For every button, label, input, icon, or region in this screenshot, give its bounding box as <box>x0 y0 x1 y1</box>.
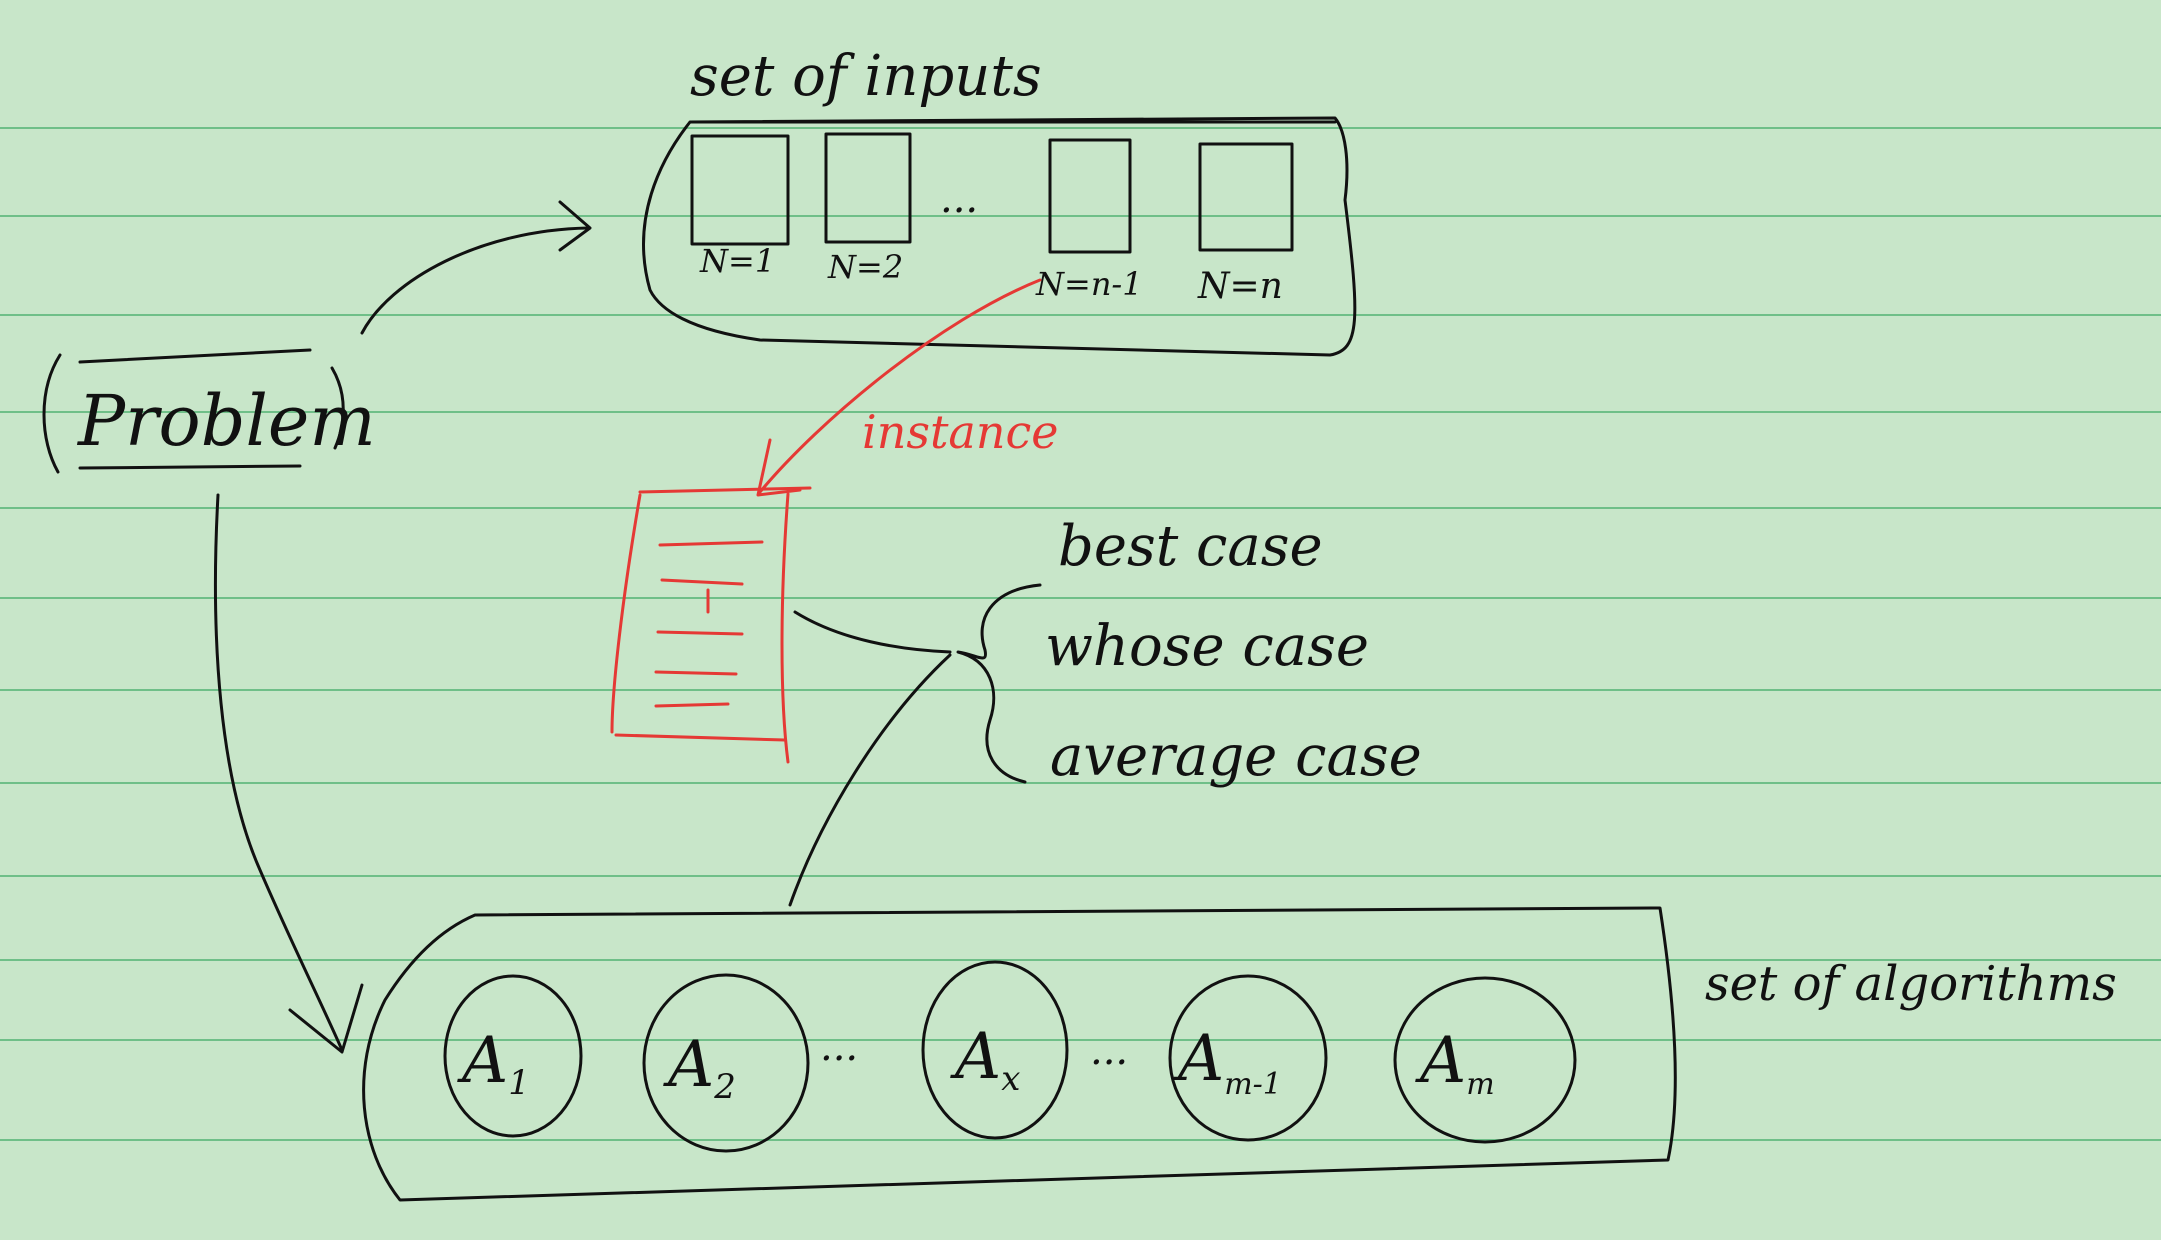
instance-list <box>610 486 812 764</box>
case-whose: whose case <box>1045 614 1369 679</box>
instance-list-row <box>654 670 738 676</box>
ruled-lines <box>0 127 2161 1141</box>
arrow-problem-to-algorithms <box>213 493 344 1052</box>
instance-list-top <box>638 486 812 494</box>
input-box <box>1198 142 1294 252</box>
input-box <box>1048 138 1132 254</box>
input-box <box>690 134 790 246</box>
arrowhead-algorithms <box>288 983 364 1054</box>
algorithm-a2: A2 <box>663 1028 736 1107</box>
instance-list-right <box>780 492 790 764</box>
algorithm-circle <box>642 973 810 1153</box>
algorithms-ellipsis-2: ... <box>1090 1028 1128 1074</box>
arrowhead-instance <box>756 438 802 497</box>
problem-label: Problem <box>76 380 376 462</box>
problem-bracket-left <box>42 353 62 474</box>
input-label-n-minus-1: N=n-1 <box>1035 265 1143 303</box>
instance-list-row <box>654 702 730 708</box>
input-label-nn: N=n <box>1197 266 1283 307</box>
algorithm-am-1: Am-1 <box>1173 1022 1282 1102</box>
input-label-n1: N=1 <box>699 242 775 280</box>
algorithm-ax: Ax <box>950 1020 1020 1099</box>
instance-list-left <box>610 493 642 734</box>
inputs-container <box>642 116 1357 357</box>
cases-brace <box>956 583 1042 784</box>
problem-underline <box>78 464 302 470</box>
algorithm-circle <box>443 974 583 1138</box>
arrow-problem-to-inputs <box>360 226 590 335</box>
instance-list-bottom <box>614 733 787 742</box>
algorithm-circle <box>1168 974 1328 1142</box>
instance-label: instance <box>862 405 1058 459</box>
algorithm-circle <box>921 960 1069 1140</box>
problem-overline <box>78 348 312 364</box>
case-best: best case <box>1058 514 1323 579</box>
algorithms-ellipsis-1: ... <box>820 1024 858 1070</box>
connector-instance-to-cases <box>793 610 952 654</box>
algorithm-am: Am <box>1415 1024 1495 1102</box>
algorithm-a1: A1 <box>457 1024 530 1103</box>
connector-cases-to-algorithms <box>788 653 952 907</box>
instance-list-row <box>658 540 764 547</box>
arrow-instance <box>758 278 1042 494</box>
algorithms-container <box>362 906 1677 1202</box>
arrowhead-inputs <box>558 200 592 252</box>
algorithm-set <box>443 960 1577 1153</box>
case-average: average case <box>1050 724 1422 789</box>
algorithm-circle <box>1393 976 1577 1144</box>
instance-list-row <box>660 578 744 586</box>
input-box <box>824 132 912 244</box>
inputs-ellipsis: ... <box>940 176 978 222</box>
algorithms-title: set of algorithms <box>1705 956 2117 1012</box>
input-label-n2: N=2 <box>827 248 903 286</box>
instance-list-row <box>656 630 744 636</box>
problem-bracket-right <box>330 366 345 450</box>
inputs-title: set of inputs <box>690 44 1042 109</box>
input-boxes <box>690 132 1294 254</box>
